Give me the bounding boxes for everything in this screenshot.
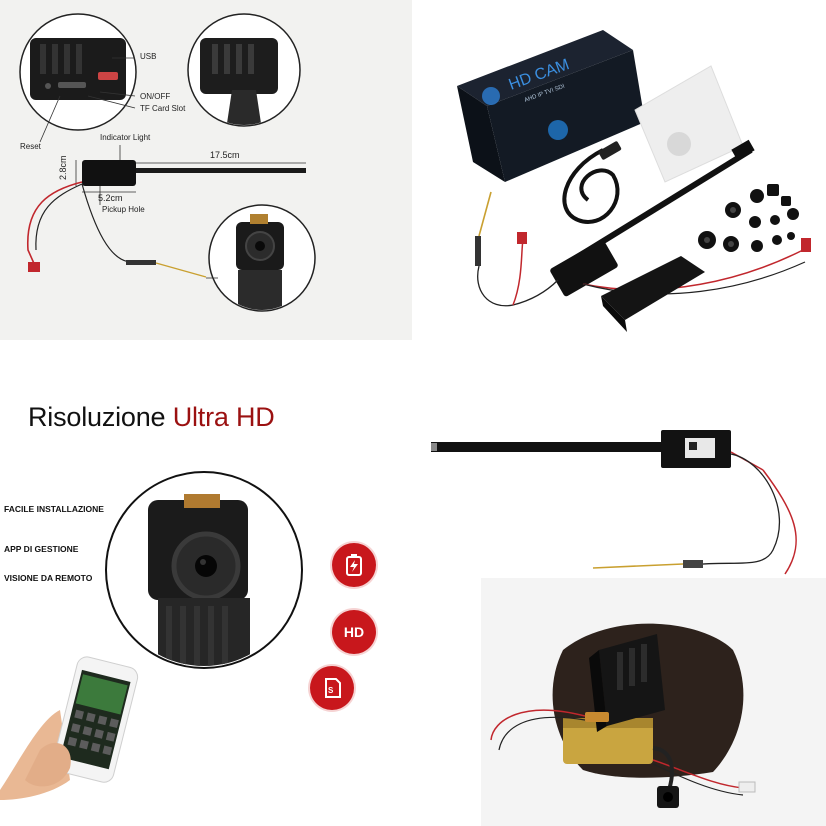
- battery-badge: [332, 543, 376, 587]
- sd-card-icon: S: [325, 678, 341, 698]
- lens-closeup-image: [105, 471, 303, 669]
- length-dimension: 17.5cm: [210, 150, 240, 160]
- svg-text:S: S: [328, 686, 334, 695]
- reset-label: Reset: [20, 142, 41, 151]
- ultra-hd-promo-panel: Risoluzione Ultra HD FACILE INSTALLAZION…: [0, 380, 413, 826]
- width-dimension: 5.2cm: [98, 193, 123, 203]
- smartphone-in-hand-image: [0, 656, 139, 800]
- battery-icon: [346, 554, 362, 576]
- feature-app-management: APP DI GESTIONE: [4, 544, 79, 554]
- package-contents-panel: HD CAM AHD IP TVI SDI: [413, 0, 826, 340]
- sd-card-badge: S: [310, 666, 354, 710]
- headline-plain: Risoluzione: [28, 402, 173, 432]
- product-photo-illustration: [431, 430, 826, 826]
- feature-remote-view: VISIONE DA REMOTO: [4, 573, 93, 583]
- hd-badge: HD: [332, 610, 376, 654]
- package-contents-photo: HD CAM AHD IP TVI SDI: [457, 30, 811, 332]
- on-off-label: ON/OFF: [140, 92, 171, 101]
- camera-diagram-illustration: [19, 13, 316, 312]
- indicator-light-label: Indicator Light: [100, 133, 151, 142]
- hd-badge-text: HD: [343, 624, 365, 640]
- product-photos-panel: [413, 400, 826, 826]
- pickup-hole-label: Pickup Hole: [102, 205, 145, 214]
- usb-label: USB: [140, 52, 157, 61]
- tf-card-slot-label: TF Card Slot: [140, 104, 186, 113]
- dimension-diagram-panel: USB ON/OFF TF Card Slot Reset Indicator …: [0, 0, 413, 340]
- headline-accent: Ultra HD: [172, 402, 275, 432]
- height-dimension: 2.8cm: [58, 155, 68, 180]
- feature-easy-install: FACILE INSTALLAZIONE: [4, 504, 104, 514]
- promo-headline: Risoluzione Ultra HD: [28, 402, 275, 433]
